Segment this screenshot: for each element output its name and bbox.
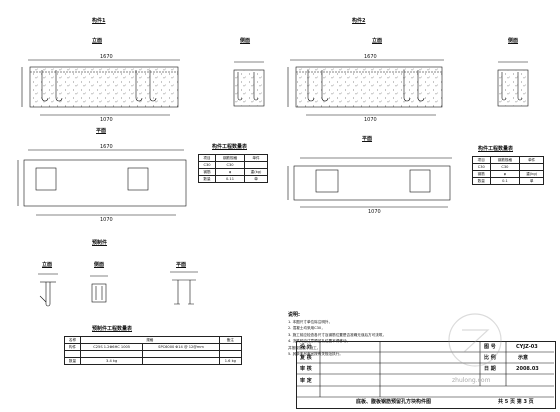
prefab-qty-title: 预制件工程数量表: [92, 326, 133, 332]
note-line: 2. 混凝土均采用C30，: [288, 326, 325, 330]
prefab-plan-label: 平面: [176, 262, 187, 268]
plan-view-1: [17, 149, 187, 216]
prefab-side-view: [90, 275, 108, 303]
drawing-title: 底板、腹板钢筋预留孔方块构件图: [356, 399, 432, 405]
date-value: 2008.03: [516, 366, 539, 372]
dim-plan-bottom-2: 1070: [368, 209, 381, 215]
side-view-1-label: 侧面: [240, 38, 251, 44]
prefab-title: 预制件: [92, 240, 108, 246]
component-1-title: 构件1: [92, 18, 106, 24]
side-view-2: [497, 61, 529, 107]
table-row: 项目钢筋规格单件: [198, 154, 268, 162]
prefab-side-label: 侧面: [94, 262, 105, 268]
dim-bottom-2: 1070: [364, 117, 377, 123]
qty-table-1-title: 构件工程数量表: [212, 144, 248, 150]
note-line: 5. 其余未尽事宜按有关规范执行。: [288, 352, 343, 356]
watermark-text: zhulong.com: [452, 377, 491, 384]
dim-width-1: 1670: [100, 54, 113, 60]
review-label: 复 核: [300, 355, 312, 361]
scale-label: 比 例: [484, 355, 496, 361]
table-row: [64, 350, 243, 358]
notes-heading: 说明:: [288, 312, 300, 318]
dim-width-2: 1670: [364, 54, 377, 60]
side-view-2-label: 侧面: [508, 38, 519, 44]
note-line: 1. 本图尺寸单位除注明外，: [288, 319, 333, 324]
drawing-no: CYJZ-03: [516, 344, 538, 350]
note-line: 并按规范要求施工，: [288, 345, 321, 350]
prefab-front-view: [38, 273, 58, 307]
table-row: 名称规格备注: [64, 336, 243, 344]
side-view-1: [233, 61, 265, 107]
table-row: 项目钢筋规格单件: [472, 156, 544, 164]
front-view-2-label: 立面: [372, 38, 383, 44]
note-line: 3. 施工前应检查各尺寸及钢筋位置是否准确无误后方可浇筑，: [288, 332, 387, 337]
plan-view-2-label: 平面: [362, 136, 373, 142]
check-label: 审 核: [300, 366, 312, 372]
title-block: [296, 341, 556, 409]
prefab-front-label: 立面: [42, 262, 53, 268]
plan-view-1-label: 平面: [96, 128, 107, 134]
prefab-plan-view: [170, 271, 198, 305]
dim-plan-width-1: 1670: [100, 144, 113, 150]
design-label: 设 计: [300, 344, 312, 350]
page-indicator: 共 5 页 第 3 页: [498, 399, 534, 405]
front-view-2: [287, 59, 444, 116]
dim-plan-bottom-1: 1070: [100, 217, 113, 223]
plan-view-2: [287, 157, 452, 208]
front-view-1-label: 立面: [92, 38, 103, 44]
drawing-no-label: 图 号: [484, 344, 496, 350]
dim-bottom-1: 1070: [100, 117, 113, 123]
title-block-lines: [296, 341, 554, 398]
front-view-1: [21, 59, 180, 116]
approve-label: 审 定: [300, 378, 312, 384]
date-label: 日 期: [484, 366, 496, 372]
watermark-logo-icon: [448, 313, 502, 367]
scale-value: 示意: [518, 355, 529, 361]
qty-table-2-title: 构件工程数量表: [478, 146, 514, 152]
component-2-title: 构件2: [352, 18, 366, 24]
